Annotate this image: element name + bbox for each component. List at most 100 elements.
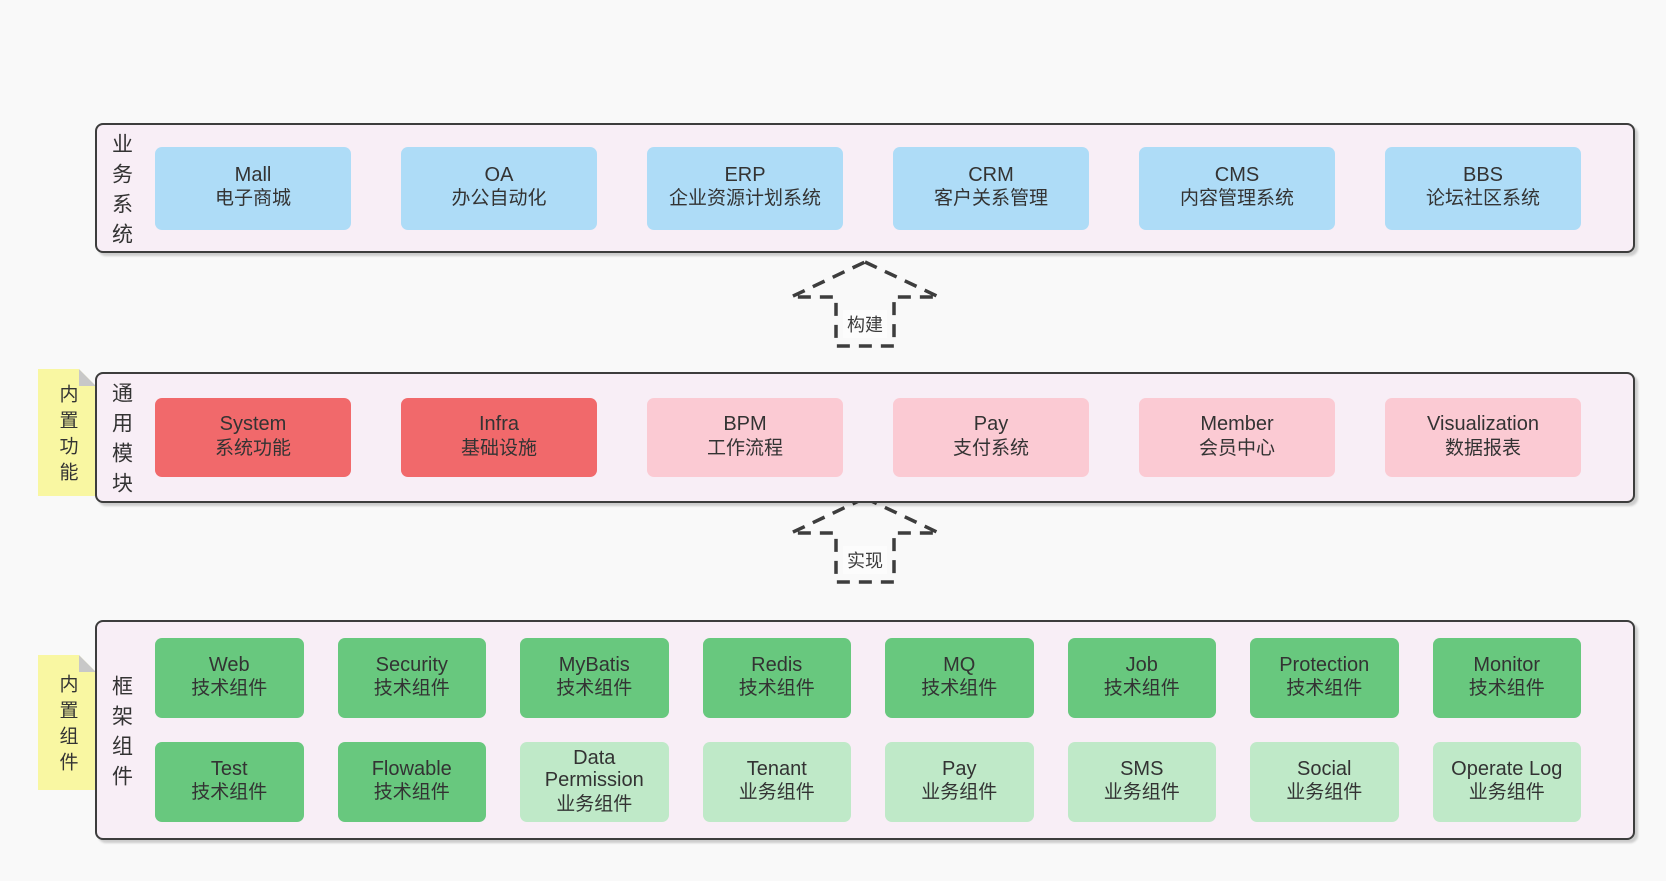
box-infra: Infra 基础设施 [401,398,597,477]
sticky-note-builtin-features: 内置功能 [38,369,96,496]
box-mall: Mall 电子商城 [155,146,351,230]
box-name: MyBatis [558,653,630,676]
box-subtitle: 工作流程 [706,437,783,459]
box-subtitle: 企业资源计划系统 [668,188,821,210]
box-job: Job 技术组件 [1067,638,1216,718]
box-flowable: Flowable 技术组件 [337,742,486,822]
box-name: Visualization [1427,413,1539,436]
box-subtitle: 技术组件 [191,782,268,804]
box-subtitle: 业务组件 [1103,782,1180,804]
box-name: Operate Log [1451,757,1563,780]
arrow-up-icon [790,496,940,584]
box-name: Member [1200,413,1274,436]
layer-label-column: 通用模块 [97,374,145,502]
box-subtitle: 业务组件 [1286,782,1363,804]
box-name: CMS [1214,163,1260,186]
box-name: ERP [724,163,766,186]
box-subtitle: 基础设施 [460,437,537,459]
folded-corner-icon [79,655,96,672]
box-name: Data Permission [544,746,644,792]
box-bpm: BPM 工作流程 [647,398,843,477]
layer-framework-components: 框架组件 Web 技术组件 Security 技术组件 MyBatis 技术组件… [95,620,1635,840]
box-name: Pay [942,757,977,780]
box-name: Flowable [371,757,452,780]
box-name: SMS [1120,757,1164,780]
box-crm: CRM 客户关系管理 [893,146,1089,230]
box-subtitle: 客户关系管理 [933,188,1048,210]
box-name: MQ [943,653,976,676]
box-name: Tenant [746,757,807,780]
box-subtitle: 技术组件 [556,678,633,700]
box-name: System [219,413,287,436]
arrow-label: 构建 [843,310,887,338]
box-subtitle: 论坛社区系统 [1425,188,1540,210]
business-box-row: Mall 电子商城 OA 办公自动化 ERP 企业资源计划系统 CRM 客户关系… [145,125,1633,251]
box-name: Mall [234,163,272,186]
box-mq: MQ 技术组件 [885,638,1034,718]
box-name: Test [210,757,248,780]
box-name: Web [208,653,250,676]
arrow-up-icon [790,260,940,348]
box-monitor: Monitor 技术组件 [1432,638,1581,718]
layer-label-components: 框架组件 [109,674,133,795]
box-subtitle: 内容管理系统 [1179,188,1294,210]
box-cms: CMS 内容管理系统 [1139,146,1335,230]
modules-box-row: System 系统功能 Infra 基础设施 BPM 工作流程 Pay 支付系统… [145,374,1633,501]
box-subtitle: 技术组件 [1468,678,1545,700]
box-security: Security 技术组件 [337,638,486,718]
box-name: Monitor [1473,653,1541,676]
box-name: Social [1297,757,1352,780]
box-name: BBS [1462,163,1504,186]
box-subtitle: 会员中心 [1198,437,1275,459]
box-pay-component: Pay 业务组件 [885,742,1034,822]
layer-business-systems: 业务系统 Mall 电子商城 OA 办公自动化 ERP 企业资源计划系统 CRM… [95,123,1635,253]
box-subtitle: 技术组件 [373,782,450,804]
layer-label-column: 框架组件 [97,622,145,838]
box-oa: OA 办公自动化 [401,146,597,230]
box-name: Redis [751,653,803,676]
box-name: Infra [478,413,520,436]
layer-label-business: 业务系统 [109,132,133,253]
box-subtitle: 技术组件 [1103,678,1180,700]
box-subtitle: 业务组件 [921,782,998,804]
box-name: BPM [723,413,767,436]
box-member: Member 会员中心 [1139,398,1335,477]
layer-label-modules: 通用模块 [109,382,133,502]
box-web: Web 技术组件 [155,638,304,718]
note-text: 内置功能 [56,384,78,488]
box-name: Pay [973,413,1009,436]
box-subtitle: 业务组件 [738,782,815,804]
box-redis: Redis 技术组件 [702,638,851,718]
box-operate-log: Operate Log 业务组件 [1432,742,1581,822]
box-subtitle: 支付系统 [952,437,1029,459]
box-subtitle: 系统功能 [214,437,291,459]
components-box-grid: Web 技术组件 Security 技术组件 MyBatis 技术组件 Redi… [145,622,1633,838]
box-bbs: BBS 论坛社区系统 [1385,146,1581,230]
implement-arrow: 实现 [785,494,945,586]
box-subtitle: 业务组件 [556,793,633,815]
box-name: Protection [1279,653,1370,676]
box-data-permission: Data Permission 业务组件 [520,742,669,822]
build-arrow: 构建 [785,258,945,350]
box-erp: ERP 企业资源计划系统 [647,146,843,230]
arrow-label: 实现 [843,546,887,574]
box-tenant: Tenant 业务组件 [702,742,851,822]
box-subtitle: 办公自动化 [451,188,547,210]
box-subtitle: 技术组件 [373,678,450,700]
box-subtitle: 技术组件 [921,678,998,700]
box-pay-module: Pay 支付系统 [893,398,1089,477]
box-subtitle: 技术组件 [738,678,815,700]
layer-common-modules: 通用模块 System 系统功能 Infra 基础设施 BPM 工作流程 Pay… [95,372,1635,503]
box-test: Test 技术组件 [155,742,304,822]
box-subtitle: 技术组件 [1286,678,1363,700]
box-name: Job [1125,653,1158,676]
box-subtitle: 电子商城 [214,188,291,210]
box-subtitle: 数据报表 [1444,437,1521,459]
box-name: OA [484,163,514,186]
box-subtitle: 业务组件 [1468,782,1545,804]
box-visualization: Visualization 数据报表 [1385,398,1581,477]
layer-label-column: 业务系统 [97,125,145,253]
box-name: CRM [968,163,1014,186]
box-system: System 系统功能 [155,398,351,477]
sticky-note-builtin-components: 内置组件 [38,655,96,790]
